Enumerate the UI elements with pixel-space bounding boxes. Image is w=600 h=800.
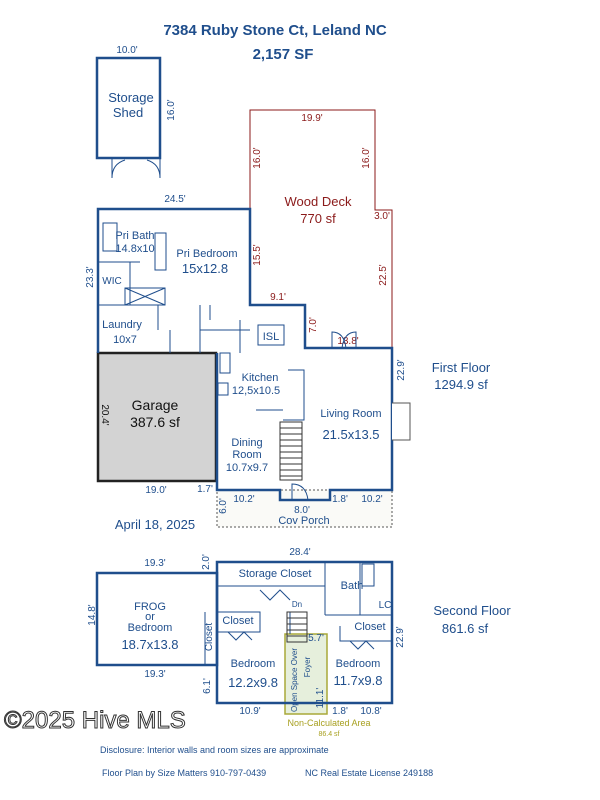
second-floor-plan: Storage Closet Bath LC Closet Closet Clo… [87,547,406,738]
frog-label: FROG [134,601,166,613]
bath-label: Bath [341,580,364,592]
non-calc-label: Non-Calculated Area [287,718,370,728]
non-calculated-area [284,633,328,715]
first-floor-label: First Floor [432,360,491,375]
dim: 6.1' [202,678,213,694]
stairs-down-label: Dn [292,600,302,609]
license: NC Real Estate License 249188 [305,768,433,778]
laundry-size: 10x7 [113,334,137,346]
kitchen-label: Kitchen [242,372,279,384]
dim: 1.8' [332,706,348,717]
pri-bedroom-size: 15x12.8 [182,261,228,276]
dim: 22.9' [396,359,407,380]
linen-closet-label: LC [379,600,392,611]
deck-dim: 9.1' [270,292,286,303]
storage-shed: 10.0' 16.0' Storage Shed [95,45,177,179]
garage-label: Garage [132,397,179,413]
dim: 10.8' [360,706,381,717]
deck-dim: 19.9' [301,113,322,124]
frog-label-2: or [145,611,155,623]
deck-dim: 22.5' [378,264,389,285]
open-space-label: Open Space Over [290,648,299,712]
second-floor-area: 861.6 sf [442,621,489,636]
storage-closet-label: Storage Closet [239,568,312,580]
dim: 24.5' [164,194,185,205]
deck-dim: 15.5' [252,244,263,265]
frog-label-3: Bedroom [128,622,173,634]
bedroom-label: Bedroom [336,658,381,670]
non-calc-area: 86.4 sf [318,731,339,738]
dim: 23.3' [85,266,96,287]
dim: 1.7' [197,484,213,495]
first-floor-plan: Pri Bath 14.8x10 Pri Bedroom 15x12.8 WIC… [85,194,411,528]
closet-label: Closet [222,615,253,627]
wic-label: WIC [102,276,121,287]
bedroom-size: 12.2x9.8 [228,675,278,690]
kitchen-size: 12,5x10.5 [232,385,280,397]
closet-label: Closet [204,623,215,652]
dim: 20.4' [99,404,110,425]
garage-area [96,351,218,483]
foyer-label: Foyer [303,656,312,677]
shed-label: Storage [108,90,154,105]
dim: 19.3' [144,669,165,680]
garage-area-label: 387.6 sf [130,414,180,430]
dim: 5.7' [308,633,324,644]
porch-label: Cov Porch [278,515,329,527]
watermark: ©2025 Hive MLS [4,707,186,734]
dining-label: Dining [231,437,262,449]
dim: 2.0' [201,554,212,570]
dim: 10.2' [361,494,382,505]
pri-bedroom-label: Pri Bedroom [176,248,237,260]
island-label: ISL [263,331,280,343]
shed-width: 10.0' [116,45,137,56]
credit: Floor Plan by Size Matters 910-797-0439 [102,768,266,778]
dim: 1.8' [332,494,348,505]
living-room-size: 21.5x13.5 [322,427,379,442]
dining-label-2: Room [232,449,261,461]
dim: 8.0' [294,505,310,516]
dining-size: 10.7x9.7 [226,462,268,474]
deck-dim: 16.0' [361,147,372,168]
dim: 19.0' [145,485,166,496]
living-room-label: Living Room [320,408,381,420]
stairs-2f [286,611,308,643]
deck-dim: 7.0' [308,317,319,333]
dim: 22.9' [395,626,406,647]
deck-name: Wood Deck [285,194,352,209]
deck-dim: 3.0' [374,211,390,222]
dim: 6.0' [218,498,229,514]
dim: 11.1' [315,688,326,709]
pri-bath-label: Pri Bath [115,230,154,242]
frog-size: 18.7x13.8 [121,637,178,652]
stairs [279,421,303,481]
disclosure: Disclosure: Interior walls and room size… [100,745,329,755]
shed-label-2: Shed [113,105,143,120]
closet-label: Closet [354,621,385,633]
bedroom-label: Bedroom [231,658,276,670]
second-floor-label: Second Floor [433,603,511,618]
dim: 10.9' [239,706,260,717]
deck-dim: 13.8' [337,336,358,347]
dim: 19.3' [144,558,165,569]
first-floor-area: 1294.9 sf [434,377,488,392]
bedroom-size: 11.7x9.8 [334,673,383,688]
deck-dim: 16.0' [252,147,263,168]
shed-depth: 16.0' [166,99,177,120]
dim: 14.8' [87,604,98,625]
total-sf: 2,157 SF [253,46,314,63]
wood-deck: 19.9' 16.0' 16.0' Wood Deck 770 sf 3.0' … [249,109,393,350]
address-title: 7384 Ruby Stone Ct, Leland NC [163,22,387,39]
pri-bath-size: 14.8x10 [115,243,154,255]
plan-date: April 18, 2025 [115,517,195,532]
dim: 28.4' [289,547,310,558]
deck-area: 770 sf [300,211,336,226]
laundry-label: Laundry [102,319,142,331]
dim: 10.2' [233,494,254,505]
